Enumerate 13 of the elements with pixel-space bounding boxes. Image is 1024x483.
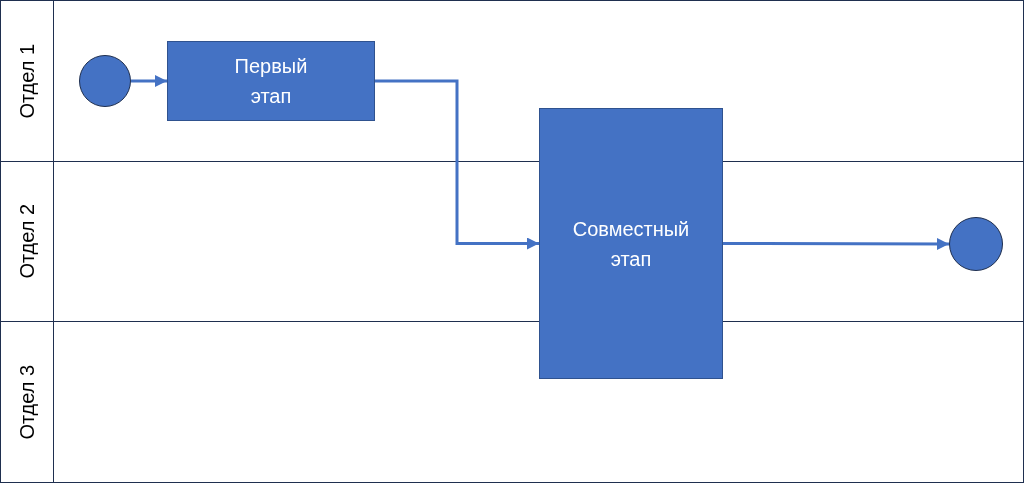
lane-label: Отдел 2	[15, 204, 39, 279]
node-text: Совместный этап	[571, 216, 691, 272]
lane-label: Отдел 1	[15, 43, 39, 119]
arrow	[375, 79, 539, 250]
process-box	[539, 108, 723, 379]
node-text: Первый этап	[233, 54, 309, 109]
event-circle	[949, 217, 1003, 271]
process-box	[167, 41, 375, 121]
lane-label: Отдел 3	[15, 364, 39, 440]
swimlane	[1, 1, 1023, 162]
event-circle	[79, 55, 131, 107]
arrow	[723, 237, 949, 250]
arrow	[131, 75, 167, 87]
